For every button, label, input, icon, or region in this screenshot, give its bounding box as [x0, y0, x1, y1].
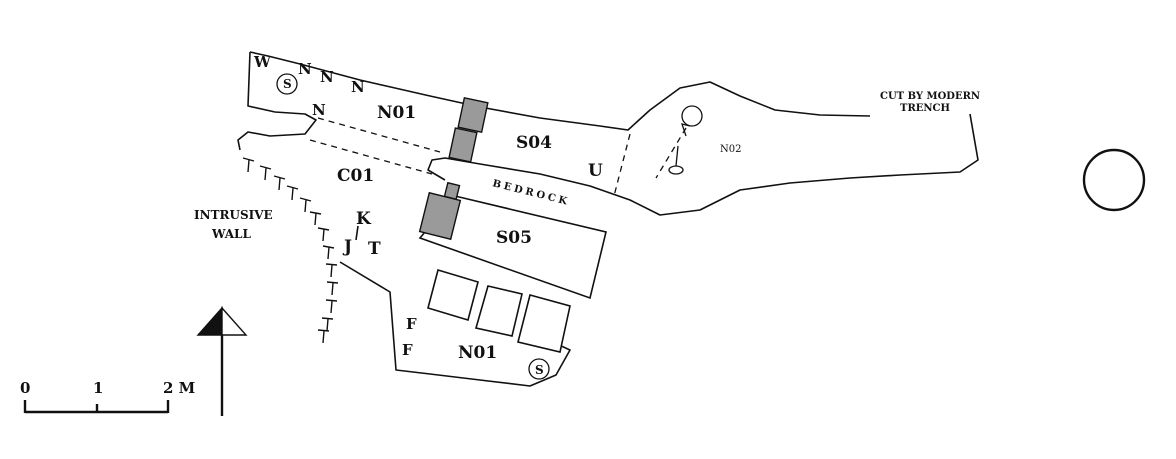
n02-post-circle: [681, 105, 703, 127]
label-wall: WALL: [211, 227, 251, 241]
label-n4: N: [312, 101, 326, 119]
scale-tick-1: 1: [93, 379, 103, 397]
scale-tick-0: 0: [20, 379, 30, 397]
label-s05: S05: [496, 228, 532, 248]
label-t: T: [368, 239, 381, 259]
north-arrow: [196, 306, 248, 416]
intrusive-wall-ticks: [242, 157, 339, 344]
label-n3: N: [351, 78, 365, 96]
n02-oval: [668, 165, 684, 175]
label-w: W: [253, 53, 272, 71]
label-bedrock: BEDROCK: [491, 178, 571, 208]
upper-structure-outline: [237, 51, 979, 216]
n02-dash-line: [655, 127, 687, 179]
lower-block-1: [427, 268, 479, 322]
label-intrusive: INTRUSIVE: [194, 208, 273, 222]
k-tick-mark: [355, 225, 359, 241]
stone-mid: [448, 127, 478, 163]
stone-upper: [457, 97, 489, 133]
label-f2: F: [402, 341, 413, 359]
label-n01-upper: N01: [377, 103, 416, 123]
label-n2: N: [320, 68, 334, 86]
label-u: U: [588, 161, 603, 181]
scale-bar: 0 1 2 M: [20, 379, 195, 414]
label-f1: F: [406, 315, 417, 333]
n02-pointer: [681, 123, 691, 137]
dashed-wall-s04-edge: [613, 133, 631, 197]
lower-structure-outline: [339, 261, 571, 387]
label-k: K: [356, 209, 372, 229]
lower-block-2: [474, 285, 523, 337]
n02-stick: [675, 145, 679, 167]
stone-large: [418, 191, 462, 241]
label-n01-lower: N01: [458, 343, 497, 363]
label-s-upper: S: [283, 77, 292, 91]
label-cut-line1: CUT BY MODERN: [880, 91, 980, 102]
label-c01: C01: [337, 166, 374, 186]
label-s04: S04: [516, 133, 552, 153]
label-n02: N02: [720, 144, 741, 155]
label-s-lower: S: [535, 363, 544, 377]
s-marker-upper: [276, 73, 298, 95]
label-cut-line2: TRENCH: [900, 103, 950, 114]
reference-circle: [1082, 148, 1146, 212]
label-n1: N: [298, 60, 312, 78]
s-marker-lower: [528, 358, 550, 380]
label-j: J: [342, 237, 352, 257]
lower-block-3: [517, 294, 571, 353]
scale-tick-2: 2 M: [163, 379, 195, 397]
